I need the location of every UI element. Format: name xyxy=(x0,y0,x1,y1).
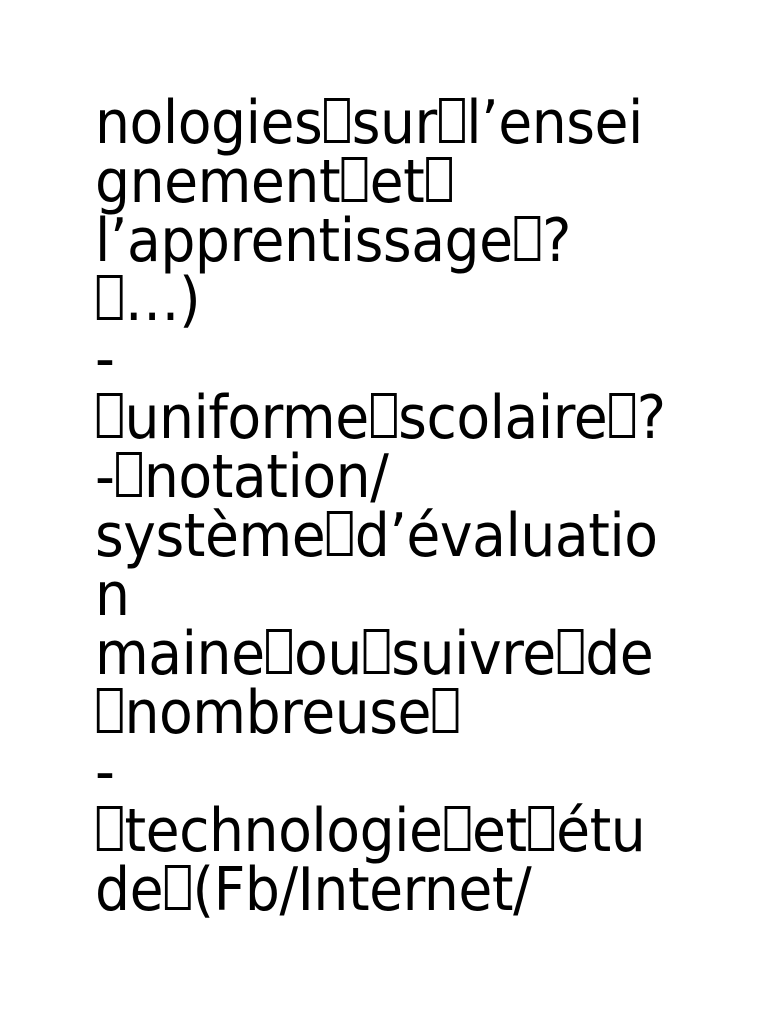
missing-glyph-box xyxy=(426,157,452,202)
missing-glyph-box xyxy=(96,688,123,733)
missing-glyph-box xyxy=(324,98,350,143)
missing-glyph-box xyxy=(438,98,465,143)
text-line-4: …) xyxy=(95,270,739,330)
missing-glyph-box xyxy=(327,511,353,556)
text-line-12: - xyxy=(95,737,115,807)
missing-glyph-box xyxy=(266,629,293,674)
missing-glyph-box xyxy=(609,393,635,438)
missing-glyph-box xyxy=(96,275,123,320)
missing-glyph-box xyxy=(363,629,390,674)
text-line-11: nombreuse xyxy=(95,683,739,743)
text-line-5: - xyxy=(95,324,115,394)
missing-glyph-box xyxy=(116,452,143,497)
missing-glyph-box xyxy=(341,157,368,202)
text-line-7: -notation/ xyxy=(95,442,389,512)
text-line-14: de(Fb/Internet/ xyxy=(95,855,532,925)
missing-glyph-box xyxy=(96,806,123,851)
missing-glyph-box xyxy=(96,393,123,438)
missing-glyph-box xyxy=(528,806,555,851)
missing-glyph-box xyxy=(432,688,459,733)
text-line-3: l’apprentissage? xyxy=(95,206,571,276)
missing-glyph-box xyxy=(164,865,191,910)
missing-glyph-box xyxy=(370,393,397,438)
missing-glyph-box xyxy=(444,806,471,851)
missing-glyph-box xyxy=(557,629,584,674)
missing-glyph-box xyxy=(514,216,541,261)
text-line-9: n xyxy=(95,560,130,630)
